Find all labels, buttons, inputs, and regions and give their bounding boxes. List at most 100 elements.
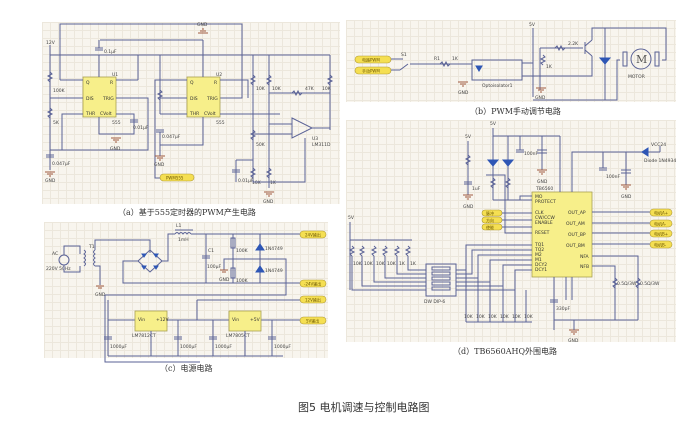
c4-value-c: 1000μF — [215, 344, 232, 350]
resistor-r2-d — [489, 177, 497, 189]
resistor-r2-c — [230, 237, 236, 249]
pin-clk: CLK — [535, 210, 545, 216]
caption-panel-a: （a）基于555定时器的PWM产生电路 — [118, 208, 256, 217]
motor-label: MOTOR — [628, 74, 645, 80]
r3-value-c: 100K — [236, 278, 249, 284]
pullup-resistors — [348, 245, 412, 257]
pin-cwccw: CW/CCW — [535, 215, 555, 221]
pulldown-value-6: 10K — [524, 314, 534, 320]
gnd-label-a1: GND — [45, 178, 56, 184]
panel-d-background — [346, 120, 676, 342]
gnd-label-c2: GND — [219, 277, 230, 283]
input-circuit-pwm: 电路PWM — [362, 57, 380, 63]
resistor-r4 — [156, 89, 164, 101]
ac-source-ref: AC — [52, 251, 58, 257]
pin-tq1: TQ1 — [534, 242, 544, 248]
dip-switch-label: DW DIP-6 — [424, 299, 445, 305]
input-manual-pwm: 手动PWM — [362, 68, 380, 74]
resistor-r10 — [326, 74, 334, 86]
c3-value-c: 1000μF — [180, 344, 197, 350]
panel-c-schematic: AC 220V 50Hz T1 GND L1 1mH C1 100μF 100K… — [46, 223, 327, 363]
pin-mo: MO — [535, 194, 543, 200]
ground-icon — [45, 171, 55, 177]
output-motor-b-minus-text: 电机B- — [654, 242, 667, 248]
u1-ref: U1 — [112, 72, 118, 78]
c1-value-d: 1uF — [472, 186, 481, 192]
pin-m1: M1 — [535, 257, 542, 263]
u2-pin-cvolt: CVolt — [204, 111, 216, 117]
output-motor-a-minus-text: 电机A- — [654, 221, 667, 227]
c2-value-c: 1000μF — [110, 344, 127, 350]
pulldown-value-4: 10K — [500, 314, 510, 320]
gnd-label-d2: GND — [463, 204, 474, 210]
ground-icon — [537, 169, 547, 175]
resistor-r11 — [291, 89, 303, 97]
gnd-label-d1: GND — [537, 179, 548, 185]
regulator-7812-ref: LM7812CT — [132, 333, 156, 339]
comparator-part: LM311D — [312, 142, 331, 148]
switch-ref: S1 — [401, 52, 407, 58]
pin-dcy2: DCY2 — [535, 262, 547, 268]
chip-tb6560-ref: TB6560 — [535, 186, 553, 192]
output-5v-text: 5V输出 — [306, 318, 319, 324]
gnd-label-b1: GND — [458, 90, 469, 96]
r6-value: 10K — [256, 86, 266, 92]
zener-d2-icon — [255, 265, 265, 273]
pin-reset: RESET — [535, 230, 550, 236]
output-5v — [299, 316, 327, 325]
u1-pin-cvolt: CVolt — [100, 111, 112, 117]
ground-icon — [111, 137, 121, 143]
gnd-label-d4: GND — [568, 338, 579, 344]
resistor-r1 — [46, 71, 54, 83]
diode-d3-icon — [641, 147, 649, 157]
transformer-ref: T1 — [88, 244, 95, 250]
c2-value-d: 100nF — [524, 151, 538, 157]
r7-value: 50K — [256, 142, 266, 148]
regulator-7805-vin: Vin — [232, 317, 239, 323]
inductor-l1 — [174, 232, 192, 235]
r14-value: 0.5Ω/3W — [617, 281, 637, 287]
ground-icon — [198, 28, 208, 34]
ground-icon — [569, 329, 579, 335]
led-d2-icon — [486, 159, 500, 167]
resistor-r3-d — [464, 154, 472, 166]
figure-caption: 图5 电机调速与控制电路图 — [298, 401, 430, 414]
resistor-r9 — [265, 167, 273, 179]
c4-value-d: 100nF — [606, 174, 620, 180]
u2-type: 555 — [216, 120, 225, 126]
panel-b-schematic: 电路PWM 手动PWM S1 R1 1K Optoisolator1 GND 5… — [354, 22, 667, 101]
gnd-label-a3: GND — [197, 22, 208, 28]
motor-icon — [630, 48, 652, 70]
pullup-value-3: 10K — [376, 261, 386, 267]
optocoupler-name: Optoisolator1 — [482, 83, 513, 89]
r2-value: 5K — [53, 120, 60, 126]
pin-protect: PROTECT — [535, 199, 556, 205]
input-direction-text: 方向 — [486, 217, 494, 223]
chip-u2-555 — [186, 76, 221, 118]
output-24v — [299, 230, 327, 239]
u1-pin-r: R — [110, 80, 113, 86]
r11-value: 47K — [305, 86, 315, 92]
caption-panel-c: （c）电源电路 — [160, 364, 213, 373]
r1-value: 100K — [53, 88, 66, 94]
c2-value: 0.01μF — [133, 125, 149, 131]
r2-value-b: 2.2K — [568, 41, 579, 47]
resistor-r3-c — [230, 267, 236, 279]
switch-s1 — [399, 63, 409, 71]
chip-tb6560 — [531, 191, 593, 278]
led-icon — [475, 65, 483, 72]
input-enable-text: 使能 — [486, 224, 494, 230]
filter-capacitors — [104, 320, 276, 356]
transformer-t1 — [83, 249, 86, 267]
supply-5v-label-3: 5V — [348, 215, 355, 221]
pullup-value-1: 10K — [353, 261, 363, 267]
u2-pin-dis: DIS — [190, 96, 198, 102]
pin-m2: M2 — [535, 252, 542, 258]
inductor-ref: L1 — [176, 223, 182, 229]
gnd-label-c1: GND — [95, 292, 106, 298]
ground-icon — [458, 81, 468, 87]
r10-value: 10K — [322, 86, 332, 92]
u2-pin-r: R — [214, 80, 217, 86]
bridge-rectifier — [137, 249, 163, 273]
panel-c-background — [44, 222, 328, 358]
